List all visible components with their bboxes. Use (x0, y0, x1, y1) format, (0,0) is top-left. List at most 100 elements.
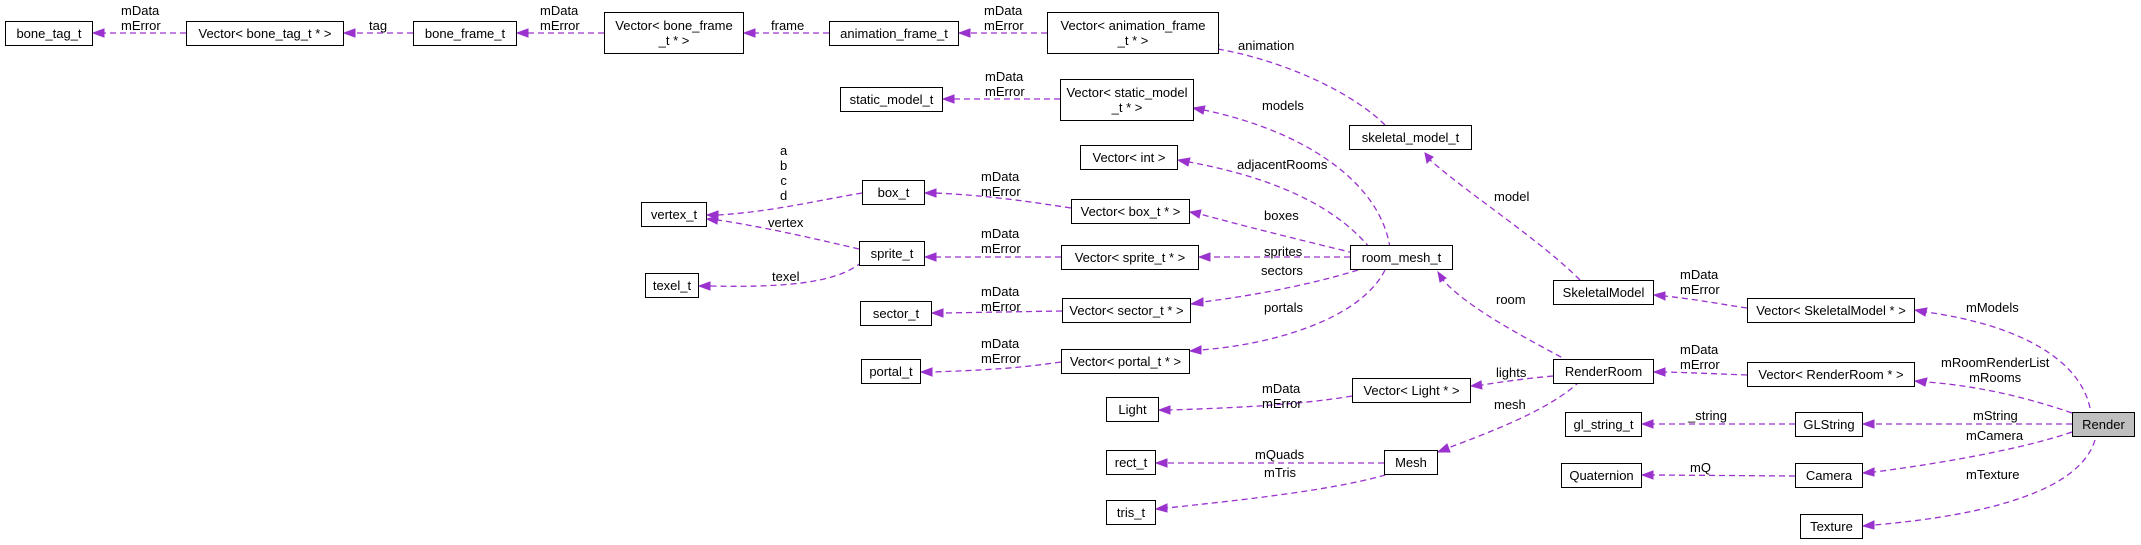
edge-vec-anim-to-anim-frame (957, 28, 1047, 38)
node-vector-static-model-t-line2: _t * > (1111, 100, 1143, 115)
edge-label: mData mError (981, 284, 1021, 314)
node-animation-frame-t[interactable]: animation_frame_t (829, 21, 959, 46)
edge-label: animation (1238, 38, 1295, 53)
edge-label: frame (771, 18, 805, 33)
edge-sprite-to-vertex (705, 215, 860, 250)
node-texture[interactable]: Texture (1800, 514, 1863, 539)
edge-label: mData mError (981, 169, 1021, 199)
node-vector-int[interactable]: Vector< int > (1080, 145, 1178, 170)
node-bone-frame-t[interactable]: bone_frame_t (413, 21, 517, 46)
node-render[interactable]: Render (2072, 412, 2135, 437)
edge-glstring-to-gl-string-t (1640, 419, 1795, 429)
node-vector-bone-frame-t[interactable]: Vector< bone_frame _t * > (604, 12, 744, 54)
edge-label: mQ (1690, 460, 1711, 475)
node-quaternion[interactable]: Quaternion (1561, 463, 1642, 488)
edge-sprite-to-texel (697, 261, 863, 291)
edge-room-mesh-to-vec-int (1176, 157, 1371, 249)
edge-vec-portal-to-portal (919, 361, 1062, 377)
node-gl-string-t[interactable]: gl_string_t (1565, 412, 1642, 437)
edge-label: mData mError (1680, 267, 1720, 297)
node-vector-skeletal-model[interactable]: Vector< SkeletalModel * > (1747, 298, 1915, 323)
edge-label: mTexture (1966, 467, 2020, 482)
node-vector-static-model-t[interactable]: Vector< static_model _t * > (1060, 79, 1194, 121)
edge-room-mesh-to-vec-sprite (1197, 252, 1350, 262)
edge-label: mTris (1264, 465, 1297, 480)
node-static-model-t[interactable]: static_model_t (840, 87, 943, 112)
edge-label: mData mError (1680, 342, 1720, 372)
node-portal-t[interactable]: portal_t (861, 359, 921, 384)
edge-label: mData mError (981, 226, 1021, 256)
node-vector-light[interactable]: Vector< Light * > (1352, 378, 1471, 403)
edge-label: mString (1973, 408, 2018, 423)
edge-label: mData mError (984, 3, 1024, 33)
node-rect-t[interactable]: rect_t (1106, 450, 1156, 475)
edge-vec-renderroom-to-renderroom (1652, 367, 1748, 377)
node-vector-animation-frame-t[interactable]: Vector< animation_frame _t * > (1047, 12, 1219, 54)
node-sprite-t[interactable]: sprite_t (859, 241, 925, 266)
edge-label: sprites (1264, 244, 1303, 259)
edge-room-mesh-to-vec-box (1188, 209, 1355, 254)
edge-anim-frame-to-vec-bone-frame (742, 28, 829, 38)
node-skeletal-model-t[interactable]: skeletal_model_t (1349, 125, 1472, 150)
node-light[interactable]: Light (1106, 397, 1159, 422)
node-vector-portal-t[interactable]: Vector< portal_t * > (1061, 349, 1190, 374)
edge-skeletal-model-t-to-vec-anim (1205, 44, 1386, 126)
edge-vec-skeletal-to-skeletalmodel (1652, 291, 1748, 309)
edge-vec-box-to-box (923, 188, 1072, 209)
node-mesh[interactable]: Mesh (1384, 450, 1438, 475)
edge-label: room (1496, 292, 1526, 307)
node-texel-t[interactable]: texel_t (645, 273, 699, 298)
edge-label: portals (1264, 300, 1304, 315)
node-vector-render-room[interactable]: Vector< RenderRoom * > (1747, 362, 1915, 387)
node-vertex-t[interactable]: vertex_t (641, 202, 707, 227)
edge-label: sectors (1261, 263, 1303, 278)
node-bone-tag-t[interactable]: bone_tag_t (5, 21, 93, 46)
node-vector-bone-tag-t[interactable]: Vector< bone_tag_t * > (186, 21, 344, 46)
edge-label: texel (772, 269, 800, 284)
edge-mesh-to-tris (1154, 471, 1396, 513)
edge-render-to-vec-renderroom (1913, 377, 2073, 414)
node-vector-bone-frame-t-line2: _t * > (658, 33, 690, 48)
node-room-mesh-t[interactable]: room_mesh_t (1350, 245, 1453, 270)
edge-label: _string (1688, 408, 1728, 423)
edge-render-to-vec-skeletal (1913, 307, 2091, 409)
edge-room-mesh-to-vec-portal (1188, 269, 1386, 355)
edge-renderroom-to-vec-light (1469, 375, 1554, 390)
edge-vec-static-to-static (941, 94, 1060, 104)
edge-label: mData mError (540, 3, 580, 33)
node-camera[interactable]: Camera (1795, 463, 1863, 488)
edge-label: lights (1496, 365, 1527, 380)
node-vector-box-t[interactable]: Vector< box_t * > (1071, 199, 1190, 224)
node-tris-t[interactable]: tris_t (1106, 500, 1156, 525)
edge-room-mesh-to-vec-sector (1189, 269, 1359, 307)
edge-mesh-to-rect (1154, 458, 1384, 468)
edge-label: vertex (768, 215, 804, 230)
node-sector-t[interactable]: sector_t (860, 301, 932, 326)
edge-label: mQuads (1255, 447, 1305, 462)
edge-room-mesh-to-vec-static (1191, 105, 1391, 249)
edge-label: mModels (1966, 300, 2019, 315)
edge-label: mData mError (1262, 381, 1302, 411)
edge-label: boxes (1264, 208, 1299, 223)
node-render-room[interactable]: RenderRoom (1553, 359, 1654, 384)
edge-label: mesh (1494, 397, 1526, 412)
edge-render-to-texture (1861, 439, 2096, 530)
node-vector-animation-frame-t-line1: Vector< animation_frame (1060, 18, 1206, 33)
node-vector-sprite-t[interactable]: Vector< sprite_t * > (1061, 245, 1199, 270)
node-glstring[interactable]: GLString (1795, 412, 1863, 437)
node-vector-animation-frame-t-line2: _t * > (1117, 33, 1149, 48)
node-vector-bone-frame-t-line1: Vector< bone_frame (615, 18, 733, 33)
edge-label: models (1262, 98, 1304, 113)
edge-bone-frame-to-vec-bone-tag (342, 28, 413, 38)
edge-renderroom-to-mesh (1436, 380, 1581, 453)
edge-label: mData mError (121, 3, 161, 33)
edge-vec-sprite-to-sprite (923, 252, 1061, 262)
node-box-t[interactable]: box_t (862, 180, 925, 205)
edge-skeletalmodel-to-skeletal-model-t (1424, 152, 1581, 281)
node-vector-sector-t[interactable]: Vector< sector_t * > (1062, 298, 1191, 323)
node-skeletal-model[interactable]: SkeletalModel (1553, 280, 1654, 305)
edge-label: tag (369, 18, 388, 33)
edge-vec-sector-to-sector (930, 308, 1063, 318)
